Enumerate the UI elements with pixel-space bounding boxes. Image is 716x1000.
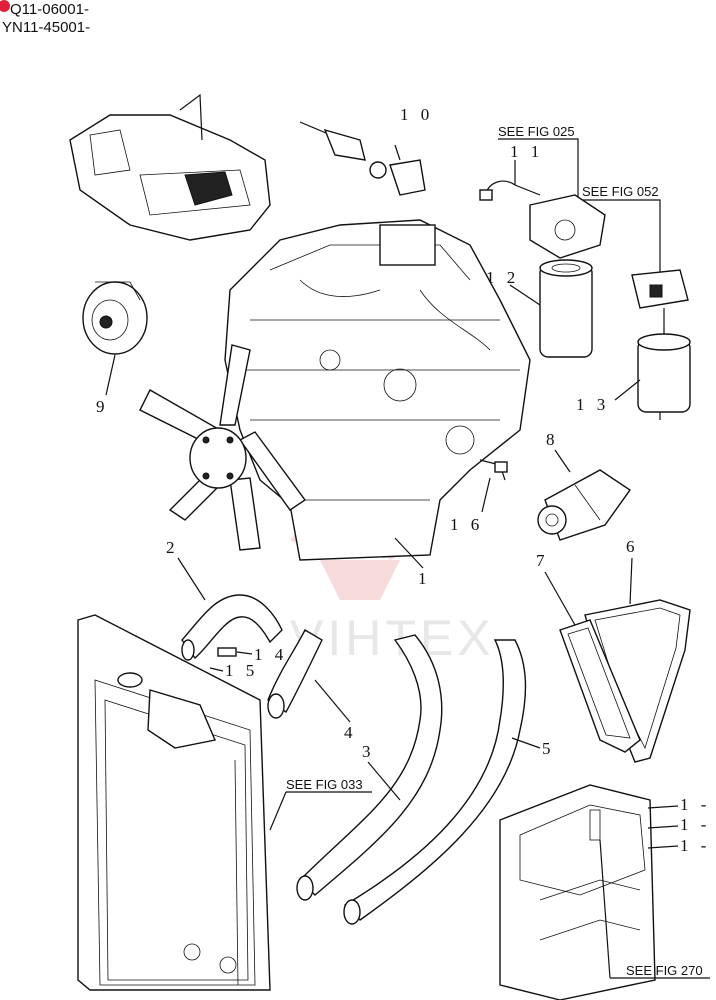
callout-13: 1 3 — [576, 395, 609, 414]
callout-14: 1 4 — [254, 645, 287, 664]
callout-r1: 1 - — [680, 795, 710, 814]
drain-cock-part-14 — [217, 647, 237, 657]
harness-part-11 — [479, 160, 541, 201]
water-separator-part-13 — [631, 269, 691, 420]
callout-9: 9 — [96, 397, 109, 416]
fuel-filter-part-12 — [539, 259, 593, 358]
callout-1: 1 — [418, 569, 431, 588]
callout-5: 5 — [542, 739, 555, 758]
callout-11: 1 1 — [510, 142, 543, 161]
callout-2: 2 — [166, 538, 179, 557]
callout-8: 8 — [546, 430, 559, 449]
callout-r2: 1 - — [680, 815, 710, 834]
watermark-text: VIHTEX — [290, 610, 495, 666]
hose-part-5 — [343, 639, 527, 925]
hose-part-2 — [181, 594, 283, 661]
alternator-part-9 — [82, 281, 148, 355]
starter-motor-part-8 — [537, 469, 631, 541]
battery-box-part — [499, 784, 656, 1000]
callout-3: 3 — [362, 742, 375, 761]
v-belt-part-7 — [559, 619, 641, 753]
filter-head-part — [529, 194, 606, 259]
callout-r3: 1 - — [680, 836, 710, 855]
red-marker-icon — [0, 0, 10, 12]
ref-fig-052: SEE FIG 052 — [582, 184, 659, 199]
callout-15: 1 5 — [225, 661, 258, 680]
hose-part-3 — [296, 634, 443, 901]
callout-12: 1 2 — [486, 268, 519, 287]
connector-part-16 — [479, 459, 508, 481]
hose-part-4 — [267, 629, 323, 719]
ref-fig-025: SEE FIG 025 — [498, 124, 575, 139]
callout-7: 7 — [536, 551, 549, 570]
cooling-fan-part — [139, 344, 306, 551]
ref-fig-270: SEE FIG 270 — [626, 963, 703, 978]
engine-assembly-part-1 — [224, 219, 531, 561]
ref-fig-033: SEE FIG 033 — [286, 777, 363, 792]
sensor-part-10 — [299, 121, 426, 196]
radiator-assembly — [77, 614, 271, 991]
callout-16: 1 6 — [450, 515, 483, 534]
serial-number-1: Q11-06001- — [10, 1, 89, 18]
serial-number-2: YN11-45001- — [2, 19, 90, 36]
callout-10: 1 0 — [400, 105, 433, 124]
callout-6: 6 — [626, 537, 639, 556]
callout-4: 4 — [344, 723, 357, 742]
air-cleaner-part — [69, 93, 271, 241]
